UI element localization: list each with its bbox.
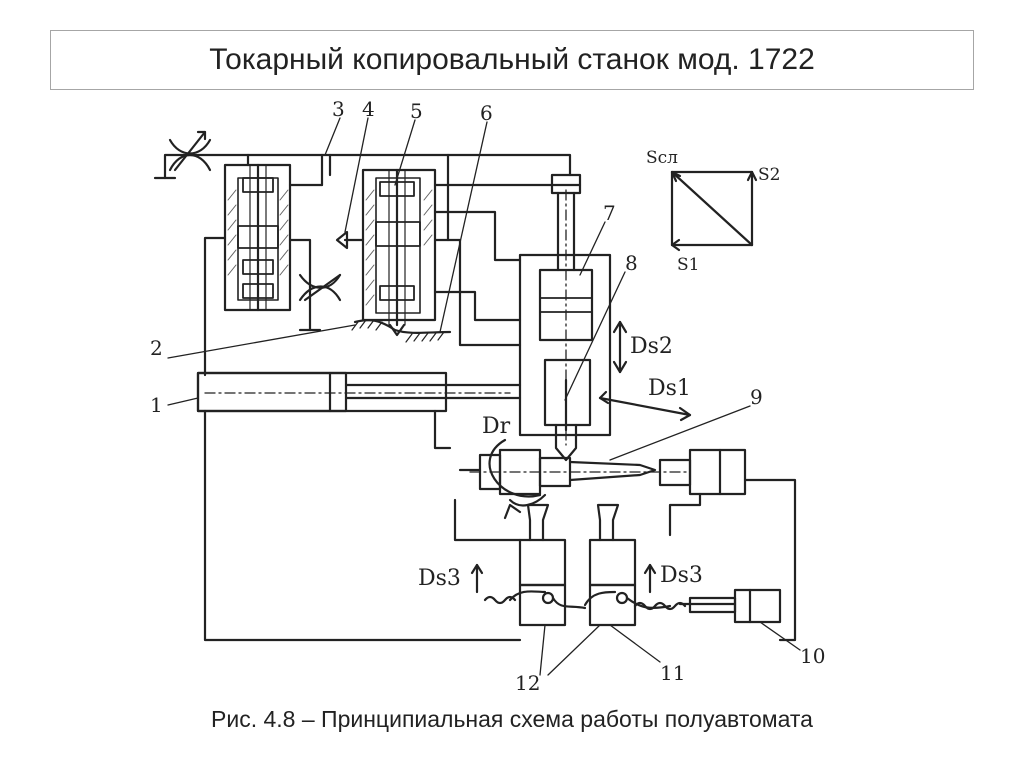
tool-slide-cylinder [518,253,612,462]
dr-label: Dr [482,414,511,439]
part-label-3: 3 [332,97,345,121]
cam-stop-left [508,503,587,627]
part-label-10: 10 [800,644,825,668]
left-spool-valve [203,163,324,377]
s-sl-label: Sсл [646,148,678,168]
hydraulic-schematic: 1 2 3 4 5 6 7 8 9 10 11 12 Ds2 Ds1 Dr Ds… [150,97,825,695]
longitudinal-cylinder [196,371,522,642]
workpiece [453,448,797,642]
ds2-arrow-icon [612,320,628,374]
middle-throttle-icon [298,273,342,302]
part-label-5: 5 [410,99,423,123]
ds3-right-arrow-icon [643,563,657,594]
ds3-right-label: Ds3 [660,563,703,588]
ds3-left-label: Ds3 [418,566,461,591]
part-label-1: 1 [150,393,163,417]
title-box: Токарный копировальный станок мод. 1722 [50,30,974,90]
feed-vector-diagram [670,170,758,252]
stylus-icon [335,230,349,250]
part-label-11: 11 [660,661,685,685]
part-label-2: 2 [150,336,163,360]
part-label-12: 12 [515,671,540,695]
tracer-valve [343,168,582,347]
part-label-7: 7 [603,201,616,225]
ds1-label: Ds1 [648,376,691,401]
leader-lines [167,117,801,676]
template-copy [351,319,452,343]
figure-caption: Рис. 4.8 – Принципиальная схема работы п… [211,706,813,732]
cross-slide-rod [550,173,582,446]
part-label-6: 6 [480,101,493,125]
s1-label: S1 [677,255,699,275]
s2-label: S2 [758,165,780,185]
part-label-4: 4 [362,97,375,121]
throttle-valve-icon [168,130,212,172]
ds1-arrow-icon [598,390,692,422]
cam-cylinder [688,588,782,624]
ds2-label: Ds2 [630,334,673,359]
ds3-left-arrow-icon [470,563,484,594]
rotation-arrow-icon [488,438,547,520]
cam-stop-right [583,503,672,627]
top-supply-line [153,153,572,242]
part-label-9: 9 [750,385,763,409]
part-label-8: 8 [625,251,638,275]
slide-title: Токарный копировальный станок мод. 1722 [209,43,815,76]
